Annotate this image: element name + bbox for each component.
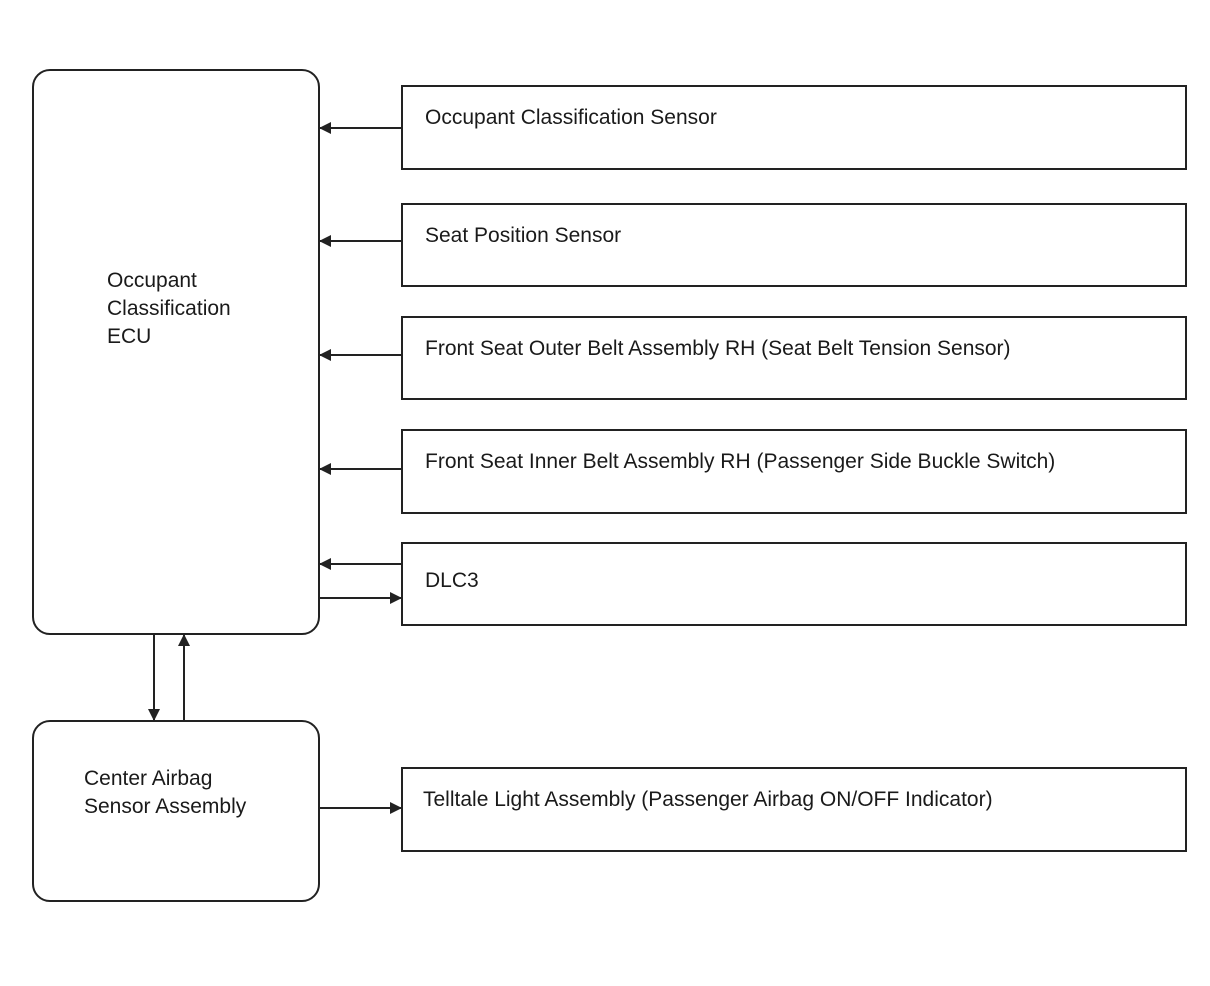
ecu-label-line-3: ECU [107, 325, 152, 348]
seat-position-sensor-block: Seat Position Sensor [401, 203, 1187, 287]
front-seat-inner-belt-label: Front Seat Inner Belt Assembly RH (Passe… [425, 450, 1056, 473]
center-airbag-label: Center Airbag Sensor Assembly [84, 765, 246, 821]
front-seat-outer-belt-label: Front Seat Outer Belt Assembly RH (Seat … [425, 337, 1011, 360]
occupant-classification-ecu-block: Occupant Classification ECU [32, 69, 320, 635]
front-seat-inner-belt-block: Front Seat Inner Belt Assembly RH (Passe… [401, 429, 1187, 514]
dlc3-block: DLC3 [401, 542, 1187, 626]
front-seat-outer-belt-block: Front Seat Outer Belt Assembly RH (Seat … [401, 316, 1187, 400]
dlc3-label: DLC3 [425, 569, 479, 592]
center-airbag-sensor-block: Center Airbag Sensor Assembly [32, 720, 320, 902]
seat-position-sensor-label: Seat Position Sensor [425, 224, 622, 247]
center-airbag-label-line-2: Sensor Assembly [84, 795, 247, 818]
center-airbag-label-line-1: Center Airbag [84, 767, 213, 790]
ecu-label-line-1: Occupant [107, 269, 197, 292]
telltale-light-assembly-block: Telltale Light Assembly (Passenger Airba… [401, 767, 1187, 852]
ecu-label-line-2: Classification [107, 297, 231, 320]
occupant-classification-sensor-label: Occupant Classification Sensor [425, 106, 717, 129]
telltale-light-assembly-label: Telltale Light Assembly (Passenger Airba… [423, 788, 993, 811]
occupant-classification-sensor-block: Occupant Classification Sensor [401, 85, 1187, 170]
ecu-label: Occupant Classification ECU [107, 267, 231, 351]
